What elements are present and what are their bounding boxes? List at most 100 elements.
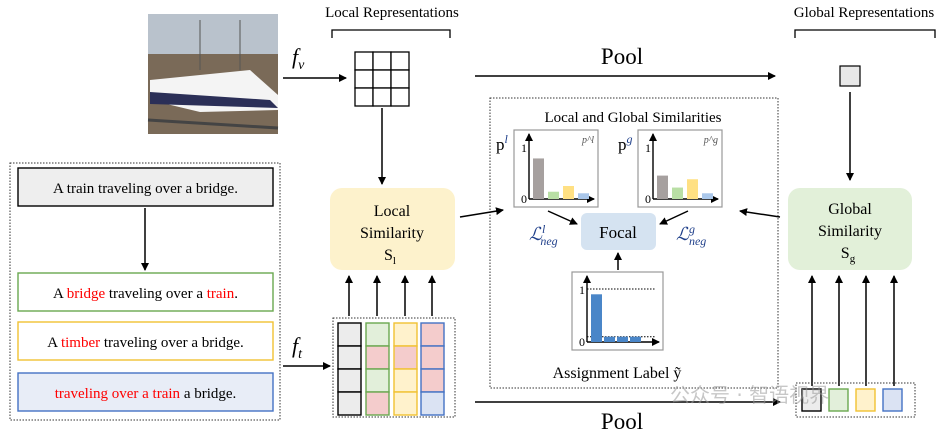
caption-box xyxy=(17,272,274,312)
bar xyxy=(578,193,589,199)
token-cell xyxy=(393,368,418,393)
global-bracket xyxy=(794,29,936,38)
bar xyxy=(548,191,559,199)
pl-chart-title: p^l xyxy=(581,135,594,146)
pool-top-label: Pool xyxy=(601,44,643,69)
bar xyxy=(563,186,574,199)
pl-to-focal-arrow xyxy=(547,210,578,225)
pooled-tokens xyxy=(801,388,903,412)
captions-panel xyxy=(9,162,281,421)
grid-cell xyxy=(372,51,392,71)
token-cell xyxy=(337,345,362,370)
local-sim-symbol: Sl xyxy=(384,247,396,267)
pg-chart-title: p^g xyxy=(703,135,718,146)
pooled-token xyxy=(828,388,849,412)
token-cell xyxy=(365,368,390,393)
token-cell xyxy=(337,391,362,416)
watermark: 公众号 · 智语视界 xyxy=(670,383,829,407)
bar xyxy=(604,336,615,342)
global-sim-symbol: Sg xyxy=(841,245,856,265)
token-up-arrows xyxy=(345,275,898,386)
token-features-panel xyxy=(332,317,456,418)
ft-label: ft xyxy=(292,333,303,362)
assignment-label: Assignment Label ỹ xyxy=(553,365,682,382)
y-tick-1: 1 xyxy=(521,141,527,155)
grid-cell xyxy=(390,69,410,89)
caption-text: traveling over a train a bridge. xyxy=(55,386,237,402)
token-cell xyxy=(365,345,390,370)
bar xyxy=(630,336,641,342)
pg-to-focal-arrow xyxy=(659,210,689,225)
global-to-panel-arrow xyxy=(739,208,781,218)
similarities-title: Local and Global Similarities xyxy=(544,110,721,126)
caption-box xyxy=(17,321,274,361)
pl-chart: 10 xyxy=(513,129,599,208)
y-tick-1: 1 xyxy=(579,283,585,297)
pooled-token xyxy=(882,388,903,412)
caption-box xyxy=(17,167,274,207)
grid-cell xyxy=(372,69,392,89)
y-tick-0: 0 xyxy=(645,192,651,206)
train-photo xyxy=(147,14,279,134)
token-cell xyxy=(365,391,390,416)
global-sim-line1: Global xyxy=(828,201,872,218)
focal-box xyxy=(581,213,656,250)
bar xyxy=(533,158,544,199)
grid-cell xyxy=(354,69,374,89)
similarities-panel xyxy=(489,97,779,389)
caption-text: A train traveling over a bridge. xyxy=(53,181,238,197)
token-cell xyxy=(365,322,390,347)
global-sim-line2: Similarity xyxy=(818,223,882,240)
pl-label: pl xyxy=(496,132,509,154)
pooled-token xyxy=(801,388,822,412)
bar xyxy=(687,179,698,199)
local-representations-label: Local Representations xyxy=(325,5,459,21)
global-similarity-box: Global Similarity Sg xyxy=(788,188,912,270)
token-cell xyxy=(420,322,445,347)
focal-label: Focal xyxy=(599,223,637,242)
pool-bottom-label: Pool xyxy=(601,409,643,433)
captions: A train traveling over a bridge. A bridge… xyxy=(17,167,274,412)
local-to-panel-arrow xyxy=(459,207,504,218)
token-cell xyxy=(393,345,418,370)
caption-box xyxy=(17,372,274,412)
local-sim-line1: Local xyxy=(374,203,411,220)
pooled-token xyxy=(855,388,876,412)
token-cell xyxy=(393,391,418,416)
token-cell xyxy=(420,391,445,416)
local-similarity-box: Local Similarity Sl xyxy=(330,188,455,270)
bar xyxy=(657,175,668,199)
local-bracket xyxy=(331,29,451,38)
y-tick-1: 1 xyxy=(645,141,651,155)
bar xyxy=(672,187,683,199)
pg-chart: 10 xyxy=(637,129,723,208)
bar xyxy=(591,294,602,342)
y-tick-0: 0 xyxy=(579,335,585,349)
token-cell xyxy=(337,322,362,347)
grid-cell xyxy=(372,87,392,107)
caption-text: A bridge traveling over a train. xyxy=(53,286,238,302)
pooled-tokens-panel xyxy=(795,382,916,418)
token-features xyxy=(337,322,445,416)
grid-cell xyxy=(354,51,374,71)
token-cell xyxy=(337,368,362,393)
assignment-chart: 10 xyxy=(571,271,664,351)
token-cell xyxy=(420,345,445,370)
pg-label: pg xyxy=(618,132,633,154)
grid-cell xyxy=(354,87,374,107)
global-feature-square xyxy=(839,65,861,87)
global-representations-label: Global Representations xyxy=(794,5,935,21)
local-feature-grid xyxy=(354,51,410,107)
bar xyxy=(702,193,713,199)
grid-cell xyxy=(390,51,410,71)
grid-cell xyxy=(390,87,410,107)
y-tick-0: 0 xyxy=(521,192,527,206)
bar xyxy=(617,336,628,342)
caption-text: A timber traveling over a bridge. xyxy=(47,335,244,351)
token-cell xyxy=(420,368,445,393)
token-cell xyxy=(393,322,418,347)
fv-label: fv xyxy=(292,44,305,73)
